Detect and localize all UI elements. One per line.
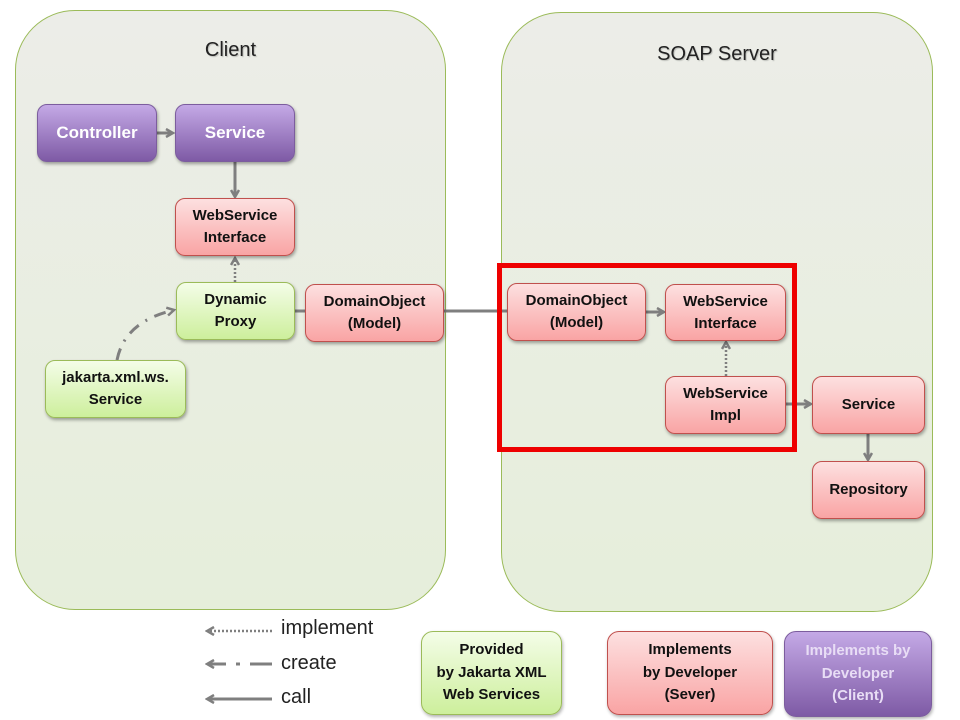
server-service: Service xyxy=(812,376,925,434)
legend-call-label: call xyxy=(281,686,312,708)
client-domain-object: DomainObject (Model) xyxy=(305,284,444,342)
client-title: Client xyxy=(204,39,257,61)
highlight-frame xyxy=(497,263,797,452)
client-service: Service xyxy=(175,104,295,162)
legend-create-label: create xyxy=(281,652,337,674)
server-repository: Repository xyxy=(812,461,925,519)
server-webservice-interface: WebService Interface xyxy=(665,284,786,341)
legend-server-dev-box: Implements by Developer (Sever) xyxy=(607,631,773,715)
arrow-service-creates-proxy xyxy=(115,310,174,361)
legend-client-dev-box: Implements by Developer (Client) xyxy=(784,631,932,717)
client-controller: Controller xyxy=(37,104,157,162)
legend-provided-box: Provided by Jakarta XML Web Services xyxy=(421,631,562,715)
server-webservice-impl: WebService Impl xyxy=(665,376,786,434)
server-domain-object: DomainObject (Model) xyxy=(507,283,646,341)
legend-implement-label: implement xyxy=(281,617,374,639)
client-dynamic-proxy: Dynamic Proxy xyxy=(176,282,295,340)
server-title: SOAP Server xyxy=(657,43,777,65)
client-webservice-interface: WebService Interface xyxy=(175,198,295,256)
client-jakarta-service: jakarta.xml.ws. Service xyxy=(45,360,186,418)
